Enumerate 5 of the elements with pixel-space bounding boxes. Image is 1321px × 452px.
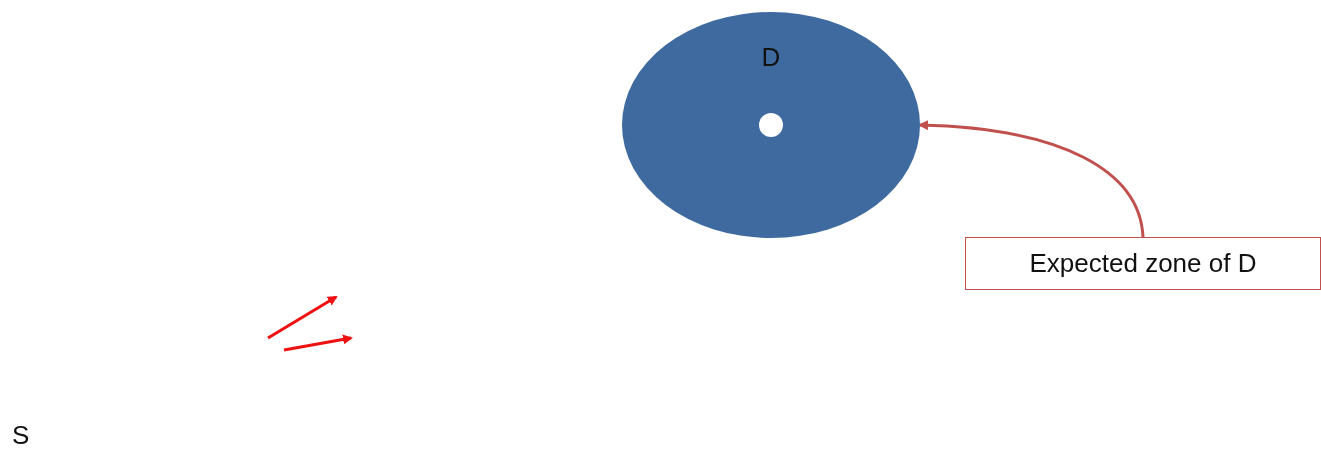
callout-text: Expected zone of D (1029, 248, 1257, 279)
arrow (918, 120, 1145, 238)
point-label: S (12, 420, 30, 451)
callout-box (965, 237, 1321, 290)
zone-label: D (761, 42, 781, 73)
